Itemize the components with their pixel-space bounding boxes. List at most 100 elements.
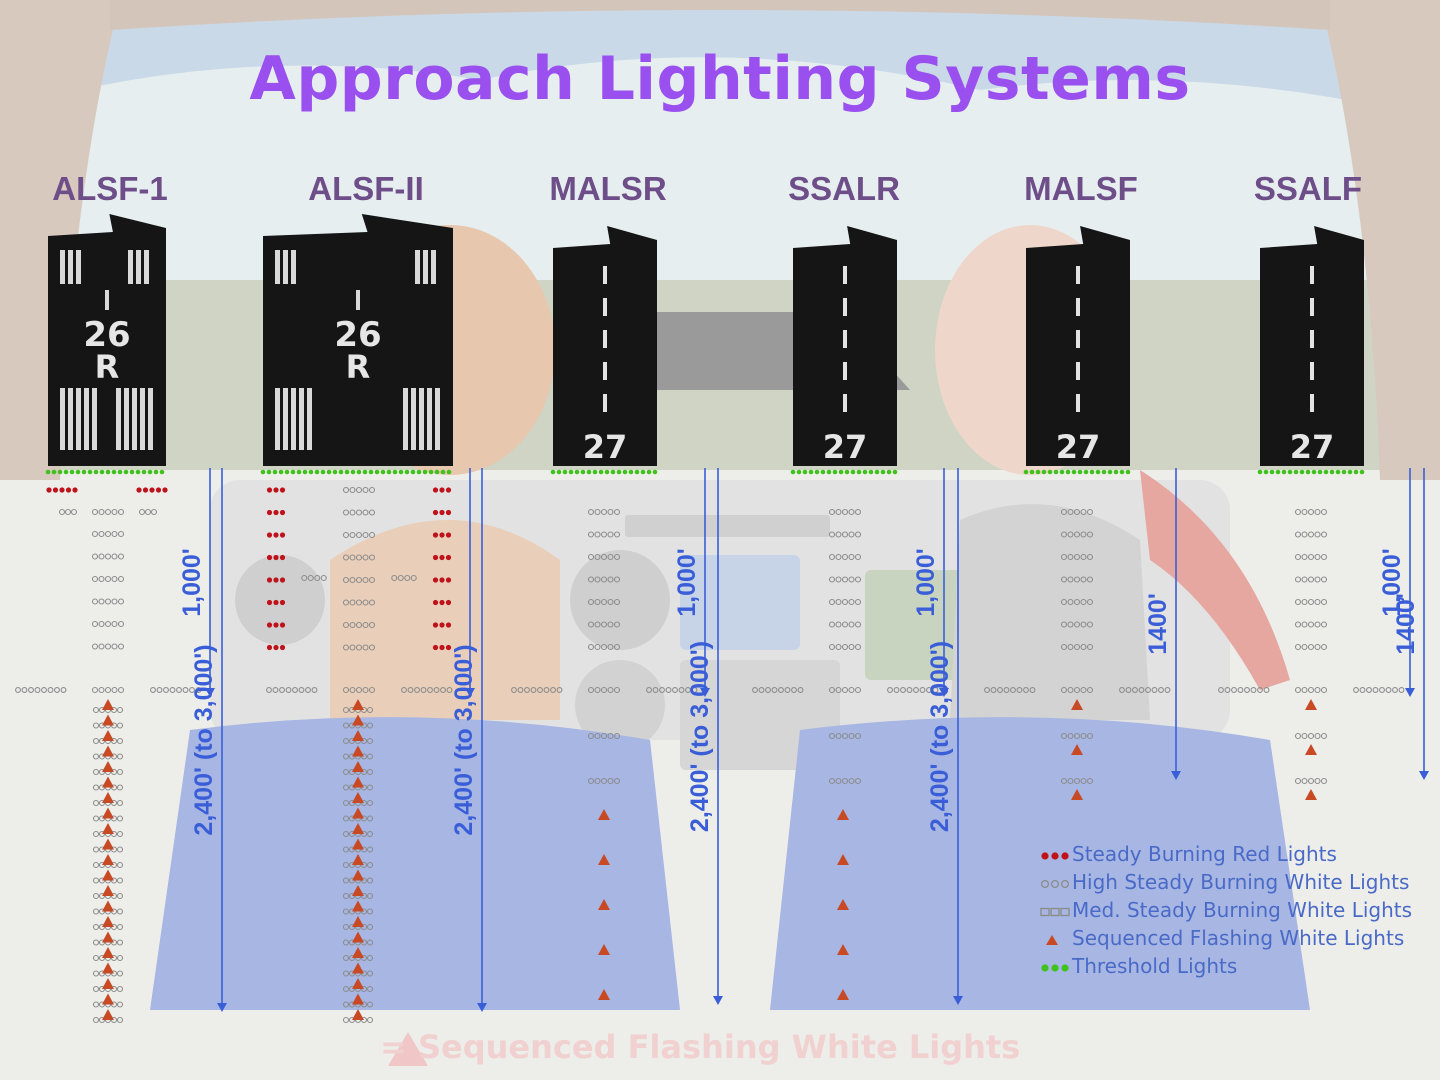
white-light: [594, 531, 601, 538]
threshold-light: [422, 469, 428, 475]
white-light: [349, 644, 356, 651]
crossbar-light: [646, 687, 652, 693]
white-light: [362, 621, 369, 629]
white-light: [854, 576, 862, 583]
threshold-light: [598, 469, 604, 475]
red-light: [432, 644, 439, 651]
white-light: [92, 815, 100, 822]
flashing-light: [837, 854, 849, 865]
white-light: [1320, 686, 1328, 694]
white-light: [1067, 576, 1074, 583]
white-light: [117, 620, 125, 628]
dimension-malsr-upper-label: 1,000': [673, 548, 701, 617]
centerline: [603, 394, 607, 412]
runway-marking: [92, 388, 97, 450]
white-light: [613, 598, 621, 606]
red-light: [439, 509, 445, 516]
white-light: [1073, 576, 1081, 583]
red-light: [273, 577, 279, 583]
faded-caption: = Sequenced Flashing White Lights: [380, 1028, 1021, 1066]
crossbar-light: [182, 687, 189, 693]
threshold-light: [404, 469, 410, 475]
red-light: [445, 532, 452, 538]
white-light: [92, 892, 100, 900]
white-light: [835, 732, 842, 740]
white-light: [594, 686, 601, 694]
dimension-ssalr-upper-arrow: [939, 688, 949, 697]
threshold-light: [1311, 469, 1317, 475]
white-light: [92, 985, 100, 993]
runway-marking: [415, 250, 420, 284]
flashing-light: [1071, 789, 1083, 800]
dimension-ssalf-lower-arrow: [1419, 771, 1429, 780]
crossbar-light: [47, 687, 54, 693]
white-light: [342, 815, 350, 822]
white-light: [70, 508, 78, 516]
white-light: [587, 531, 595, 538]
threshold-light: [856, 469, 862, 475]
flashing-light: [102, 823, 114, 834]
runway-marking: [291, 388, 296, 450]
white-light: [355, 621, 363, 629]
threshold-light: [646, 469, 652, 475]
white-light: [828, 621, 836, 628]
white-light: [362, 576, 369, 584]
runway-3: 27: [793, 226, 897, 466]
crossbar-light: [1029, 687, 1036, 693]
white-light: [1080, 732, 1087, 740]
white-light: [116, 954, 124, 962]
crossbar-light: [665, 687, 672, 693]
white-light: [111, 620, 118, 628]
crossbar-light: [997, 687, 1003, 693]
flashing-light: [102, 947, 114, 958]
white-light: [1294, 531, 1302, 538]
threshold-light: [790, 469, 796, 475]
white-light: [91, 643, 99, 650]
crossbar-light: [797, 687, 804, 693]
white-light: [366, 815, 374, 822]
crossbar-light: [60, 687, 67, 693]
white-light: [854, 598, 862, 606]
white-light: [116, 784, 124, 791]
white-light: [841, 643, 849, 651]
crossbar-light: [932, 687, 939, 693]
white-light: [349, 621, 356, 629]
white-light: [368, 644, 376, 651]
white-light: [1320, 553, 1328, 561]
threshold-light: [338, 469, 344, 475]
flashing-light: [352, 823, 364, 834]
white-light: [594, 576, 601, 583]
crossbar-light: [543, 687, 550, 693]
threshold-light: [1095, 469, 1101, 475]
red-light: [279, 577, 286, 583]
threshold-light: [568, 469, 574, 475]
white-light: [1314, 598, 1321, 606]
crossbar-light: [1125, 687, 1132, 693]
runway-marking: [411, 388, 416, 450]
threshold-light: [1029, 469, 1035, 475]
white-light: [1320, 777, 1328, 785]
threshold-light: [1053, 469, 1059, 475]
white-light: [368, 509, 376, 516]
white-light: [138, 508, 146, 516]
crossbar-light: [778, 687, 784, 693]
white-light: [355, 531, 363, 539]
threshold-light: [814, 469, 820, 475]
white-light: [841, 531, 849, 538]
red-light: [273, 622, 279, 628]
crossbar-light: [407, 687, 414, 693]
red-light: [46, 487, 52, 493]
runway-marking: [124, 388, 129, 450]
threshold-light: [57, 469, 63, 475]
threshold-light: [580, 469, 586, 475]
threshold-light: [820, 469, 826, 475]
white-light: [116, 722, 124, 729]
legend-item-high-white: High Steady Burning White Lights: [1040, 868, 1440, 896]
threshold-light: [266, 469, 272, 475]
white-light: [848, 553, 855, 561]
red-light: [439, 487, 445, 493]
white-light: [104, 620, 112, 628]
white-light: [342, 985, 350, 993]
